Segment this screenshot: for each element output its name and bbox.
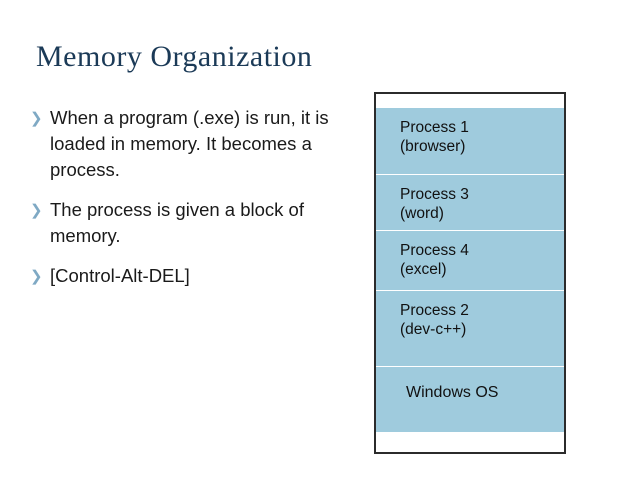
bullet-text: The process is given a block of memory. <box>50 199 304 246</box>
memory-block-process-2: Process 2 (dev-c++) <box>376 290 564 366</box>
bullet-marker-icon: ❯ <box>30 268 43 285</box>
memory-bottom-gap <box>376 432 564 452</box>
memory-block-process-1: Process 1 (browser) <box>376 108 564 174</box>
bullet-text: [Control-Alt-DEL] <box>50 265 190 286</box>
bullet-text: When a program (.exe) is run, it is load… <box>50 107 329 180</box>
memory-map-diagram: Process 1 (browser) Process 3 (word) Pro… <box>374 92 566 454</box>
memory-block-label: Process 4 <box>400 242 469 259</box>
memory-block-label: Windows OS <box>406 384 499 401</box>
memory-block-sublabel: (word) <box>400 205 444 222</box>
list-item: ❯ When a program (.exe) is run, it is lo… <box>30 105 360 183</box>
memory-block-label: Process 2 <box>400 302 469 319</box>
memory-top-gap <box>376 94 564 108</box>
memory-block-process-4: Process 4 (excel) <box>376 230 564 290</box>
memory-block-label: Process 1 <box>400 119 469 136</box>
list-item: ❯ [Control-Alt-DEL] <box>30 263 360 290</box>
bullet-marker-icon: ❯ <box>30 110 43 127</box>
memory-block-sublabel: (browser) <box>400 138 466 155</box>
memory-block-process-3: Process 3 (word) <box>376 174 564 230</box>
page-title: Memory Organization <box>36 40 313 73</box>
bullet-list: ❯ When a program (.exe) is run, it is lo… <box>30 105 360 304</box>
memory-block-windows-os: Windows OS <box>376 366 564 432</box>
list-item: ❯ The process is given a block of memory… <box>30 197 360 249</box>
bullet-marker-icon: ❯ <box>30 202 43 219</box>
memory-block-label: Process 3 <box>400 186 469 203</box>
memory-block-sublabel: (dev-c++) <box>400 321 467 338</box>
memory-block-sublabel: (excel) <box>400 261 447 278</box>
